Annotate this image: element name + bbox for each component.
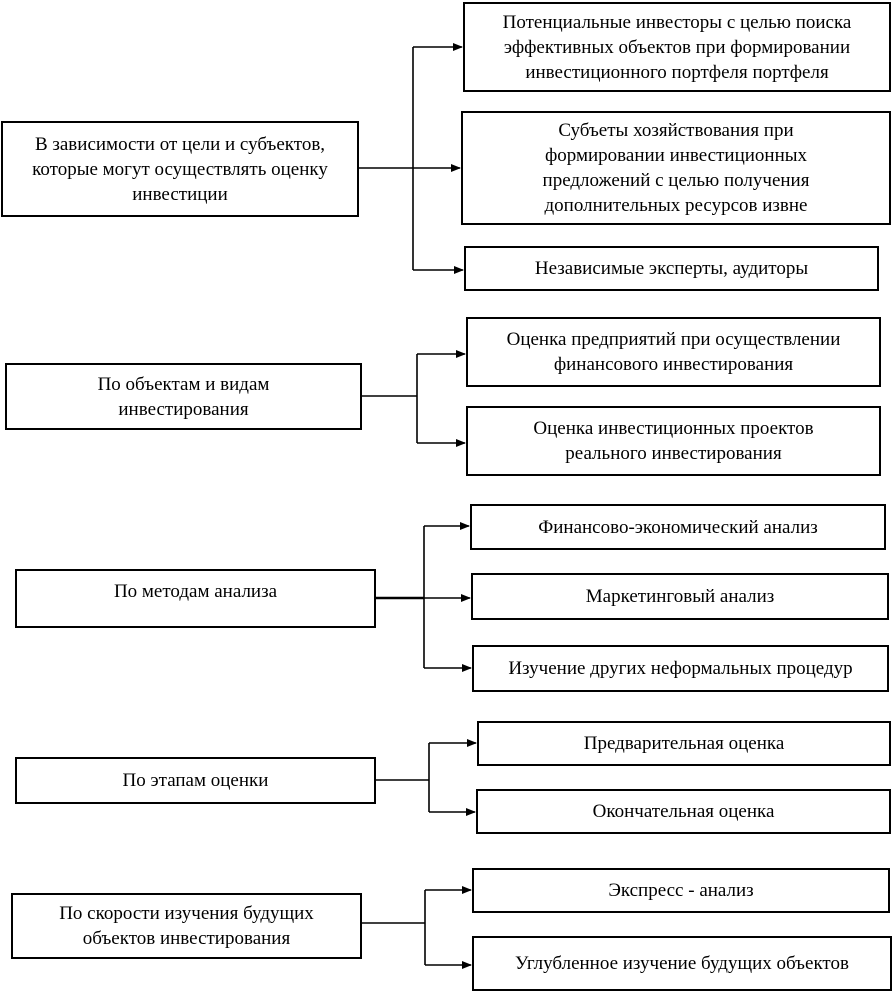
category-label: В зависимости от цели и субъектов, котор… — [32, 133, 328, 205]
category-box-objects-types: По объектам и видам инвестирования — [5, 363, 362, 430]
category-box-analysis-methods: По методам анализа — [15, 569, 376, 628]
item-label: Изучение других неформальных процедур — [508, 658, 853, 679]
category-label: По этапам оценки — [122, 770, 269, 791]
item-label: Углубленное изучение будущих объектов — [515, 953, 849, 974]
item-box-preliminary-evaluation: Предварительная оценка — [477, 721, 891, 766]
item-label: Потенциальные инвесторы с целью поиска э… — [502, 11, 852, 83]
category-box-purpose-subjects: В зависимости от цели и субъектов, котор… — [1, 121, 359, 217]
item-box-potential-investors: Потенциальные инвесторы с целью поиска э… — [463, 2, 891, 92]
category-label: По методам анализа — [113, 581, 278, 602]
category-box-study-speed: По скорости изучения будущих объектов ин… — [11, 893, 362, 959]
item-box-business-entities: Субъеты хозяйствования при формировании … — [461, 111, 891, 225]
item-box-financial-analysis: Финансово-экономический анализ — [470, 504, 886, 550]
item-label: Маркетинговый анализ — [585, 586, 775, 607]
item-box-final-evaluation: Окончательная оценка — [476, 789, 891, 834]
category-label: По объектам и видам инвестирования — [97, 373, 270, 420]
item-label: Независимые эксперты, аудиторы — [534, 258, 809, 279]
item-label: Финансово-экономический анализ — [538, 516, 818, 538]
item-box-independent-experts: Независимые эксперты, аудиторы — [464, 246, 879, 291]
item-label: Субъеты хозяйствования при формировании … — [542, 120, 810, 216]
item-box-in-depth-study: Углубленное изучение будущих объектов — [472, 936, 892, 991]
item-label: Предварительная оценка — [583, 733, 785, 754]
category-label: По скорости изучения будущих объектов ин… — [59, 903, 314, 949]
item-label: Окончательная оценка — [592, 801, 775, 822]
item-box-enterprise-valuation: Оценка предприятий при осуществлении фин… — [466, 317, 881, 387]
category-box-evaluation-stages: По этапам оценки — [15, 757, 376, 804]
item-box-other-procedures: Изучение других неформальных процедур — [472, 645, 889, 692]
item-box-express-analysis: Экспресс - анализ — [472, 868, 890, 913]
item-label: Экспресс - анализ — [608, 880, 754, 901]
item-label: Оценка инвестиционных проектов реального… — [533, 418, 814, 464]
item-box-project-valuation: Оценка инвестиционных проектов реального… — [466, 406, 881, 476]
item-box-marketing-analysis: Маркетинговый анализ — [471, 573, 889, 620]
item-label: Оценка предприятий при осуществлении фин… — [506, 329, 841, 375]
